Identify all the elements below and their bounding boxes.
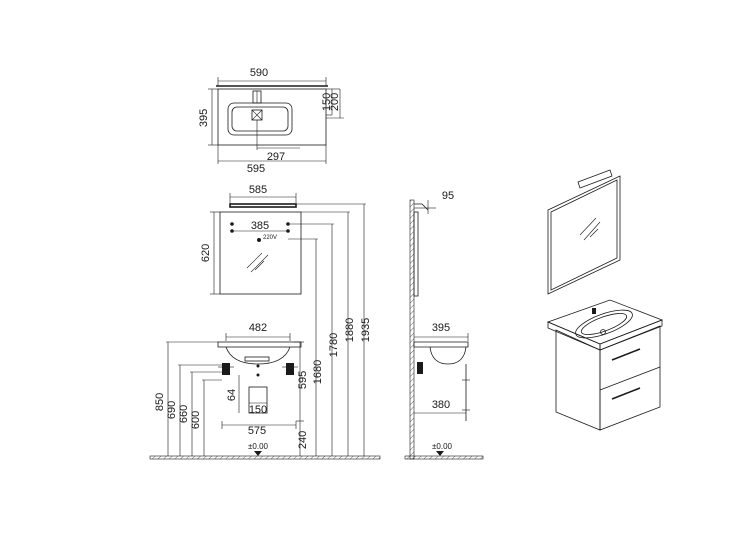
- mount-point-left: [230, 222, 234, 226]
- side-light: [414, 203, 429, 211]
- iso-cabinet-front: [599, 325, 661, 431]
- dim-150-siphon: 150: [249, 404, 267, 416]
- dim-150-top: 150: [321, 93, 333, 111]
- side-bracket: [417, 362, 423, 374]
- dim-64: 64: [226, 389, 238, 401]
- front-basin-bowl: [225, 346, 291, 365]
- top-view: 590 395 150 200 297 595: [198, 67, 344, 175]
- front-view-cabinet: 482 64 150 575 ±0.00 850 690: [149, 203, 381, 460]
- dim-1880: 1880: [344, 318, 356, 342]
- dim-395-side: 395: [432, 322, 450, 334]
- dim-95: 95: [442, 190, 454, 202]
- top-basin-outline: [217, 88, 327, 146]
- front-basin-top: [217, 341, 302, 348]
- floor-side: [404, 455, 484, 460]
- dim-385: 385: [251, 220, 269, 232]
- side-mirror: [413, 211, 419, 297]
- siphon: [248, 386, 268, 414]
- mount-point-right: [286, 222, 290, 226]
- iso-light: [577, 169, 613, 189]
- dim-297: 297: [267, 151, 285, 163]
- iso-cabinet-side: [555, 329, 601, 431]
- dim-395-top: 395: [198, 109, 210, 127]
- side-wall: [409, 199, 415, 460]
- dim-1680: 1680: [312, 360, 324, 384]
- side-view: 95 395 380 ±0.00: [404, 190, 484, 460]
- dim-850: 850: [154, 393, 166, 411]
- iso-basin: [575, 309, 633, 339]
- top-basin-bowl: [227, 102, 293, 136]
- dim-660: 660: [178, 405, 190, 423]
- dim-380: 380: [432, 399, 450, 411]
- socket-point: [257, 238, 261, 242]
- dim-482: 482: [249, 322, 267, 334]
- front-view-mirror: 585 385 220V 620: [200, 184, 302, 295]
- dim-590: 590: [250, 67, 268, 79]
- dim-620: 620: [200, 244, 212, 262]
- dim-595-top: 595: [247, 163, 265, 175]
- iso-mirror: [547, 175, 621, 295]
- top-basin-inner: [231, 106, 289, 132]
- dim-575: 575: [248, 425, 266, 437]
- iso-handle-bottom: [611, 387, 641, 400]
- dim-240: 240: [297, 431, 309, 449]
- side-basin-bowl: [429, 346, 467, 365]
- bracket-left: [222, 363, 230, 375]
- dim-690: 690: [166, 401, 178, 419]
- iso-drawer-divider: [599, 366, 661, 391]
- bracket-right: [286, 363, 294, 375]
- floor-level-front: ±0.00: [248, 442, 269, 451]
- mirror-light-bar: [229, 203, 297, 208]
- dim-595-cab: 595: [297, 371, 309, 389]
- dim-585: 585: [249, 184, 267, 196]
- side-basin-top: [413, 341, 469, 348]
- floor-front: [149, 455, 381, 460]
- dim-200-top: 200: [329, 93, 341, 111]
- floor-level-side: ±0.00: [432, 442, 453, 451]
- dim-1780: 1780: [328, 333, 340, 357]
- mirror-panel: [219, 211, 302, 295]
- iso-vanity-top: [546, 299, 664, 345]
- dim-600: 600: [190, 411, 202, 429]
- isometric-view: [546, 169, 664, 431]
- dim-1935: 1935: [360, 318, 372, 342]
- iso-handle-top: [611, 348, 641, 361]
- voltage-label: 220V: [263, 235, 277, 241]
